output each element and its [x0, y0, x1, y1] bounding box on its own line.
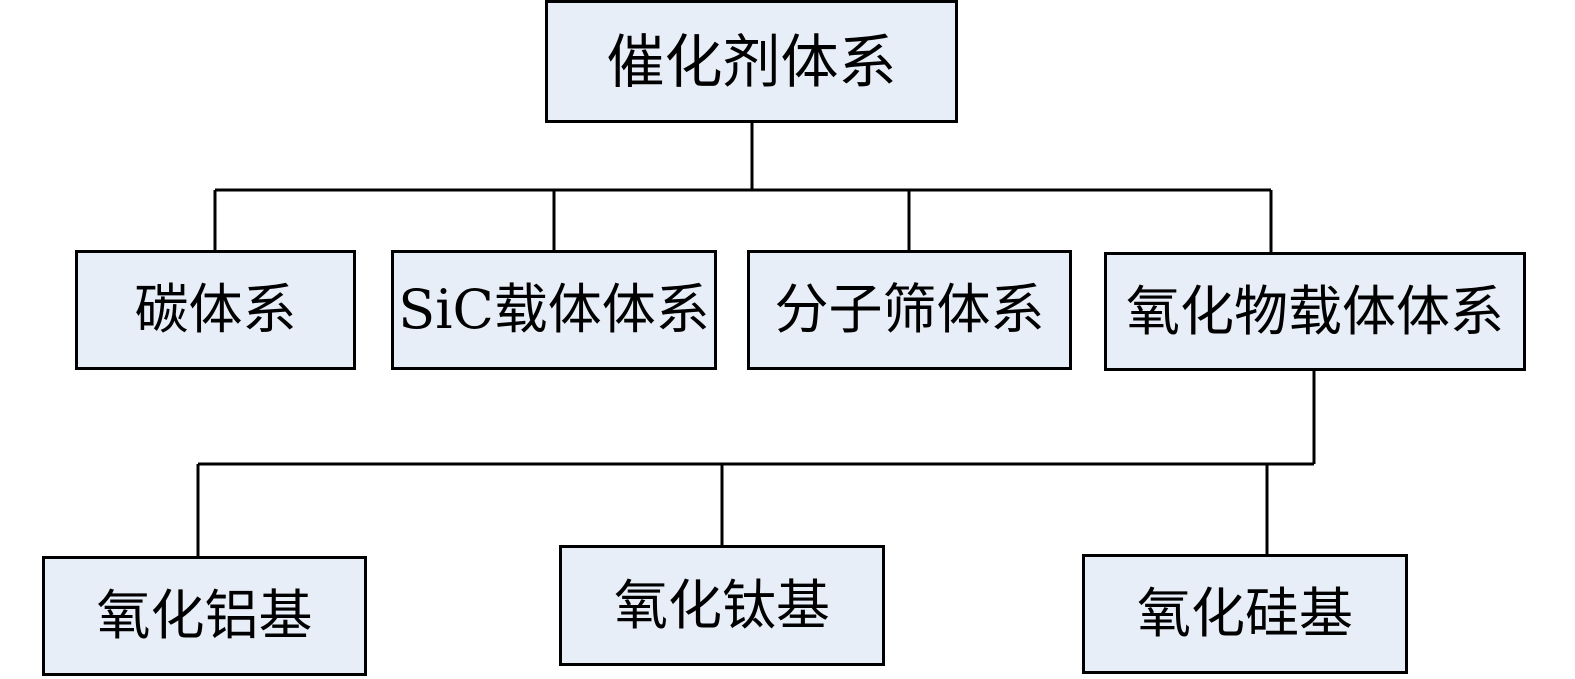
node-zeolite-system: 分子筛体系 [747, 250, 1072, 370]
node-silica-based-label: 氧化硅基 [1137, 582, 1353, 645]
node-silica-based: 氧化硅基 [1082, 554, 1408, 674]
node-carbon-system: 碳体系 [75, 250, 356, 370]
node-root: 催化剂体系 [545, 0, 958, 123]
node-alumina-based-label: 氧化铝基 [96, 584, 313, 647]
node-titania-based: 氧化钛基 [559, 545, 885, 666]
node-sic-support-system-label: SiC载体体系 [398, 278, 710, 341]
node-alumina-based: 氧化铝基 [42, 556, 367, 676]
node-root-label: 催化剂体系 [606, 27, 897, 96]
node-oxide-support-system-label: 氧化物载体体系 [1126, 279, 1504, 343]
node-sic-support-system: SiC载体体系 [391, 250, 717, 370]
node-oxide-support-system: 氧化物载体体系 [1104, 252, 1526, 371]
node-carbon-system-label: 碳体系 [134, 278, 297, 341]
node-zeolite-system-label: 分子筛体系 [774, 278, 1045, 341]
node-titania-based-label: 氧化钛基 [614, 573, 830, 637]
